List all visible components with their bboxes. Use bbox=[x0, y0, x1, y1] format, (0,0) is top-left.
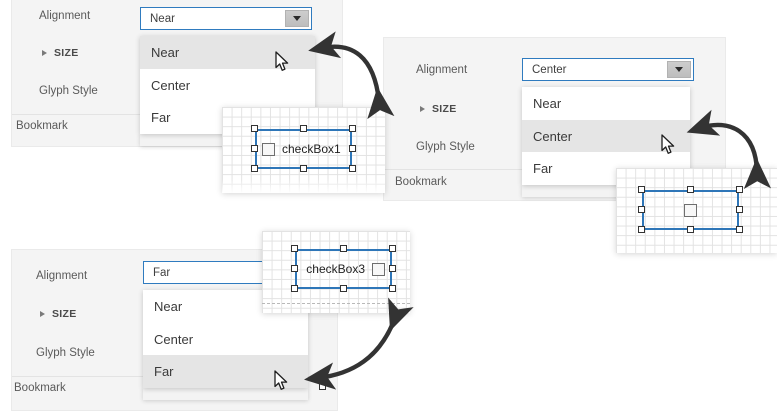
resize-handle[interactable] bbox=[638, 206, 645, 213]
resize-handle[interactable] bbox=[300, 125, 307, 132]
chevron-down-icon[interactable] bbox=[285, 10, 309, 27]
alignment-label: Alignment bbox=[39, 10, 91, 22]
combobox-value-center: Center bbox=[532, 63, 567, 76]
property-row-glyph-style: Glyph Style bbox=[12, 345, 337, 361]
checkbox-caption: checkBox3 bbox=[306, 262, 365, 276]
resize-handle[interactable] bbox=[638, 226, 645, 233]
dropdown-shadow-tail bbox=[143, 388, 308, 400]
property-row-glyph-style: Glyph Style bbox=[384, 139, 725, 155]
resize-handle[interactable] bbox=[340, 245, 347, 252]
combobox-value-far: Far bbox=[153, 266, 171, 279]
checkbox-caption: checkBox1 bbox=[282, 142, 341, 156]
dropdown-option-center[interactable]: Center bbox=[143, 323, 308, 355]
bookmark-label: Bookmark bbox=[14, 382, 66, 394]
dropdown-option-far[interactable]: Far bbox=[140, 101, 315, 134]
resize-handle[interactable] bbox=[638, 186, 645, 193]
resize-handle[interactable] bbox=[736, 226, 743, 233]
resize-handle[interactable] bbox=[251, 145, 258, 152]
dropdown-option-label: Far bbox=[154, 364, 174, 379]
checkbox-control-center[interactable] bbox=[642, 190, 739, 230]
expand-triangle-icon[interactable] bbox=[42, 50, 47, 56]
expand-triangle-icon[interactable] bbox=[40, 311, 45, 317]
resize-handle[interactable] bbox=[349, 125, 356, 132]
property-row-alignment: Alignment bbox=[12, 8, 342, 24]
designer-preview-center bbox=[616, 168, 777, 253]
checkbox-glyph-icon[interactable] bbox=[684, 203, 697, 217]
resize-handle[interactable] bbox=[736, 206, 743, 213]
resize-handle[interactable] bbox=[349, 145, 356, 152]
dropdown-option-far[interactable]: Far bbox=[522, 152, 690, 185]
dropdown-option-center[interactable]: Center bbox=[140, 69, 315, 101]
checkbox-glyph-icon[interactable] bbox=[372, 262, 385, 276]
property-row-size[interactable]: SIZE bbox=[12, 45, 342, 61]
alignment-combobox-near[interactable]: Near bbox=[140, 7, 312, 30]
checkbox-control-far[interactable]: checkBox3 bbox=[295, 249, 392, 289]
size-label: SIZE bbox=[432, 103, 457, 115]
resize-handle[interactable] bbox=[389, 245, 396, 252]
property-row-alignment: Alignment bbox=[12, 268, 337, 284]
resize-handle[interactable] bbox=[319, 383, 326, 390]
property-row-size[interactable]: SIZE bbox=[384, 101, 725, 117]
checkbox-control-near[interactable]: checkBox1 bbox=[255, 129, 352, 169]
preview-bottom-dashed-edge bbox=[262, 303, 410, 304]
mouse-cursor-center bbox=[661, 134, 675, 154]
designer-preview-near: checkBox1 bbox=[222, 107, 385, 193]
resize-handle[interactable] bbox=[687, 186, 694, 193]
dropdown-option-label: Center bbox=[154, 331, 194, 347]
preview-fade bbox=[222, 179, 385, 193]
size-label: SIZE bbox=[54, 47, 79, 59]
designer-preview-far: checkBox3 bbox=[262, 231, 410, 313]
resize-handle[interactable] bbox=[687, 226, 694, 233]
combobox-value-near: Near bbox=[150, 12, 175, 25]
resize-handle[interactable] bbox=[291, 265, 298, 272]
resize-handle[interactable] bbox=[389, 265, 396, 272]
property-row-glyph-style: Glyph Style bbox=[12, 83, 342, 99]
dropdown-option-label: Far bbox=[533, 161, 553, 176]
alignment-label: Alignment bbox=[36, 270, 88, 282]
dropdown-option-label: Center bbox=[151, 77, 191, 93]
designer-grid bbox=[222, 107, 385, 193]
checkbox-glyph-icon[interactable] bbox=[262, 142, 275, 156]
dropdown-option-label: Far bbox=[151, 110, 171, 125]
dropdown-option-label: Near bbox=[154, 299, 183, 314]
alignment-combobox-center[interactable]: Center bbox=[522, 58, 694, 81]
resize-handle[interactable] bbox=[251, 125, 258, 132]
size-label: SIZE bbox=[52, 308, 77, 320]
dropdown-option-label: Near bbox=[151, 45, 180, 60]
bookmark-label: Bookmark bbox=[395, 176, 447, 188]
resize-handle[interactable] bbox=[349, 165, 356, 172]
dropdown-option-label: Center bbox=[533, 128, 573, 144]
resize-handle[interactable] bbox=[291, 245, 298, 252]
glyph-style-label: Glyph Style bbox=[36, 347, 95, 359]
resize-handle[interactable] bbox=[389, 285, 396, 292]
mouse-cursor-far bbox=[274, 370, 288, 390]
dropdown-option-near[interactable]: Near bbox=[522, 87, 690, 120]
glyph-style-label: Glyph Style bbox=[39, 85, 98, 97]
mouse-cursor-near bbox=[275, 51, 289, 71]
resize-handle[interactable] bbox=[251, 165, 258, 172]
expand-triangle-icon[interactable] bbox=[420, 106, 425, 112]
dropdown-option-near[interactable]: Near bbox=[143, 290, 308, 323]
alignment-label: Alignment bbox=[416, 64, 468, 76]
resize-handle[interactable] bbox=[736, 186, 743, 193]
dropdown-option-label: Near bbox=[533, 96, 562, 111]
chevron-down-icon[interactable] bbox=[667, 61, 691, 78]
property-row-size[interactable]: SIZE bbox=[12, 306, 337, 322]
glyph-style-label: Glyph Style bbox=[416, 141, 475, 153]
resize-handle[interactable] bbox=[291, 285, 298, 292]
alignment-combobox-far[interactable]: Far bbox=[143, 261, 300, 284]
bookmark-label: Bookmark bbox=[16, 120, 68, 132]
resize-handle[interactable] bbox=[340, 285, 347, 292]
resize-handle[interactable] bbox=[300, 165, 307, 172]
property-row-alignment: Alignment bbox=[384, 62, 725, 78]
